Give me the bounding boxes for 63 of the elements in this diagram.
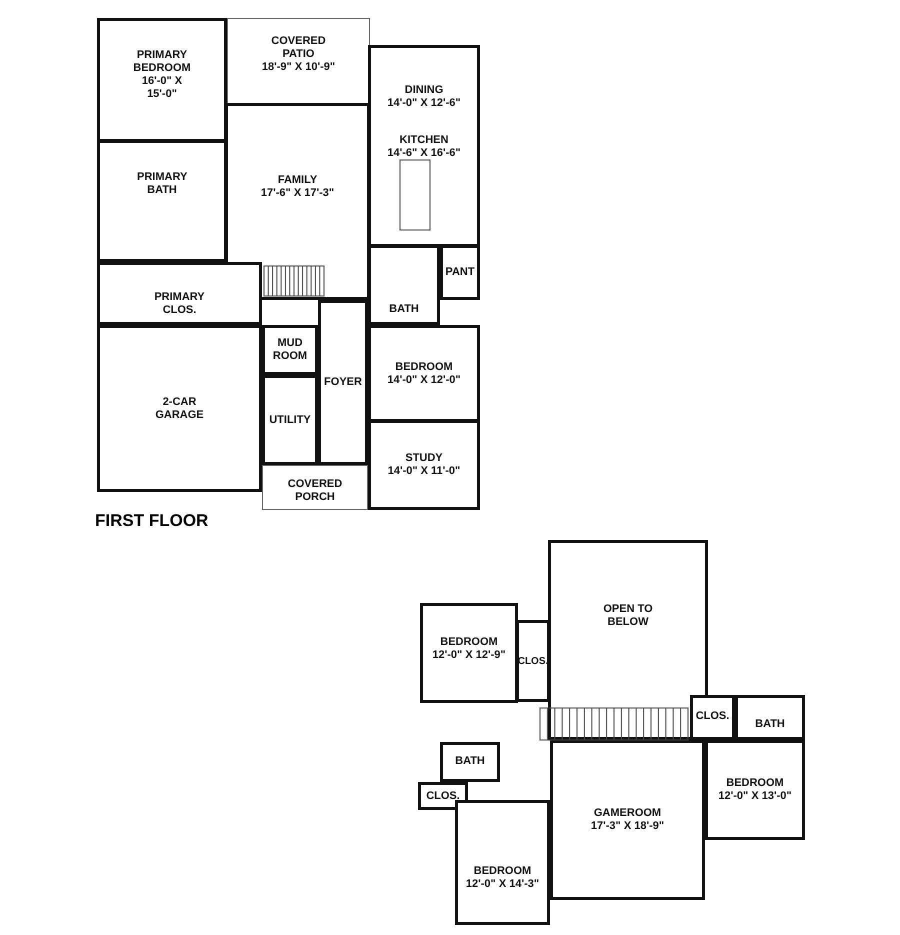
room (225, 103, 370, 300)
room (368, 45, 480, 112)
room-name: CLOS. (696, 710, 730, 723)
room-name: PRIMARY CLOS. (153, 291, 206, 317)
room (440, 245, 480, 300)
room (368, 325, 480, 422)
room (418, 782, 468, 810)
room (420, 603, 518, 703)
room-dimensions: 14'-0" X 12'-0" (387, 374, 461, 386)
room-dimensions: 16'-0" X 15'-0" (140, 75, 184, 101)
room-dimensions: 18'-9" X 10'-9" (262, 61, 336, 74)
room (705, 740, 805, 840)
room (455, 800, 550, 925)
room-name: DINING (404, 84, 444, 97)
room-name: BEDROOM (440, 636, 498, 649)
room-name: MUD ROOM (272, 337, 308, 363)
room (97, 18, 227, 142)
room-name: CLOS. (518, 654, 548, 668)
room-name: FOYER (324, 376, 362, 389)
room-name: STUDY (405, 452, 443, 465)
room (516, 620, 550, 702)
room-name: FAMILY (278, 174, 318, 187)
room (97, 325, 262, 492)
room-dimensions: 17'-6" X 17'-3" (260, 187, 334, 200)
room-name: PRIMARY BATH (137, 171, 187, 197)
room (550, 740, 705, 900)
room-name: 2-CAR GARAGE (154, 396, 205, 422)
room (368, 245, 440, 325)
room (318, 300, 368, 465)
floor-title: FIRST FLOOR (95, 511, 208, 531)
room-name: PANT (445, 266, 475, 279)
room-dimensions: 14'-6" X 16'-6" (387, 147, 461, 160)
room-dimensions: 12'-0" X 12'-9" (432, 649, 506, 662)
room (262, 375, 318, 465)
room-name: UTILITY (269, 414, 311, 426)
room-name: BATH (389, 303, 419, 316)
room-name: BATH (755, 718, 785, 731)
room-name: OPEN TO BELOW (602, 603, 654, 629)
room-dimensions: 12'-0" X 14'-3" (466, 878, 540, 891)
room-name: BATH (455, 755, 485, 768)
room-dimensions: 12'-0" X 13'-0" (718, 790, 792, 803)
room-name: KITCHEN (400, 134, 448, 147)
room-name: GAMEROOM (594, 807, 662, 820)
room-name: COVERED PATIO (270, 35, 327, 61)
room-dimensions: 17'-3" X 18'-9" (590, 820, 664, 833)
room-name: CLOS. (426, 790, 460, 802)
room (690, 695, 735, 740)
room (262, 465, 368, 510)
room-dimensions: 14'-0" X 12'-6" (387, 97, 461, 110)
room-dimensions: 14'-0" X 11'-0" (388, 465, 460, 478)
room (97, 262, 262, 325)
room (97, 140, 227, 262)
room-name: BEDROOM (395, 360, 453, 374)
room (227, 18, 370, 105)
room (735, 695, 805, 740)
room (368, 110, 480, 247)
room-name: BEDROOM (726, 777, 784, 790)
room-name: COVERED PORCH (286, 478, 344, 504)
room (368, 420, 480, 510)
room (440, 742, 500, 782)
room-name: BEDROOM (474, 865, 532, 878)
room-name: PRIMARY BEDROOM (132, 49, 192, 75)
room (262, 325, 318, 375)
